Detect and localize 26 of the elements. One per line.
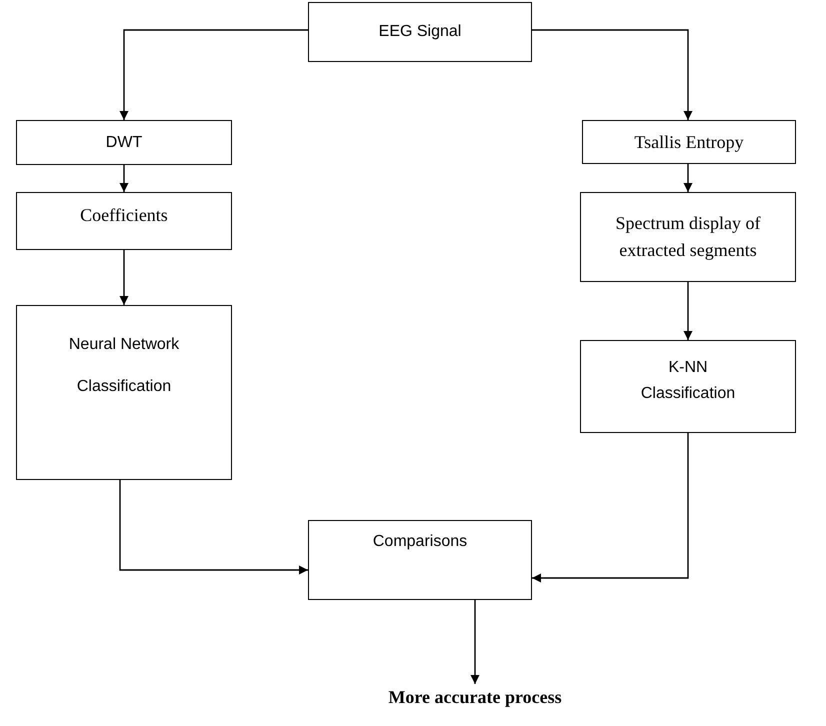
process-box: [582, 120, 796, 164]
process-box: [16, 120, 232, 165]
box-label: DWT: [106, 134, 142, 152]
box-label: Comparisons: [372, 533, 468, 551]
arrow: [684, 282, 692, 340]
box-label: K-NN Classification: [640, 358, 736, 404]
arrow: [532, 433, 689, 582]
arrow: [120, 250, 128, 305]
result-text: More accurate process: [388, 686, 562, 708]
box-label: Coefficients: [80, 205, 168, 226]
arrow: [120, 165, 128, 192]
process-box: [16, 305, 232, 480]
process-box: [308, 2, 532, 62]
process-box: [308, 520, 532, 600]
arrow: [532, 29, 692, 120]
box-label: Neural Network Classification: [68, 335, 180, 397]
process-box: [16, 192, 232, 250]
box-label: Tsallis Entropy: [634, 132, 744, 152]
arrow: [119, 480, 308, 574]
arrow: [120, 29, 308, 120]
process-box: [580, 192, 796, 282]
box-label: EEG Signal: [378, 23, 462, 41]
arrow: [684, 164, 692, 192]
process-box: [580, 340, 796, 433]
box-label: Spectrum display of extracted segments: [614, 212, 762, 262]
arrow: [470, 600, 480, 684]
